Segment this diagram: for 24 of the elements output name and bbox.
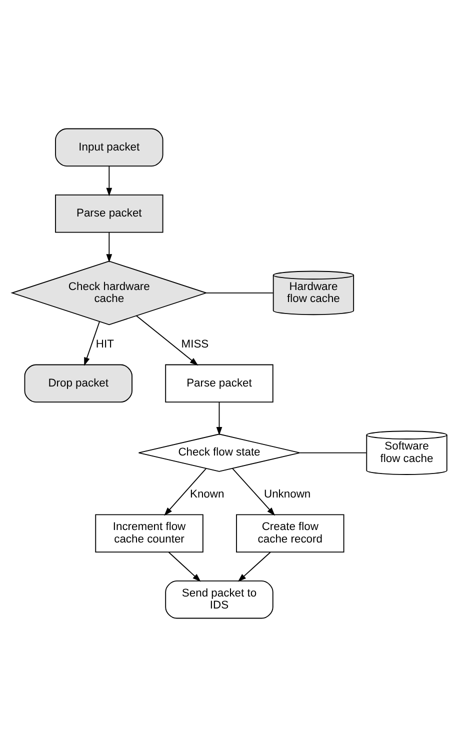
node-diamond: Check flow state: [138, 434, 300, 472]
edge-label: MISS: [181, 338, 209, 351]
arrow: [84, 321, 100, 366]
node-box: Increment flow cache counter: [95, 514, 204, 552]
arrow: [164, 468, 207, 516]
edge-label: HIT: [96, 338, 114, 351]
edge-label: Known: [190, 488, 224, 501]
arrow: [136, 315, 198, 366]
node-box: Create flow cache record: [236, 514, 344, 552]
node-box: Drop packet: [24, 364, 132, 403]
edge-label: Unknown: [264, 488, 311, 501]
node-box: Parse packet: [55, 194, 164, 233]
arrow: [232, 468, 276, 516]
node-box: Input packet: [55, 128, 164, 167]
arrow: [106, 166, 112, 196]
connector: [206, 292, 274, 294]
arrow: [238, 552, 271, 582]
arrow: [106, 232, 112, 262]
connector: [299, 452, 367, 454]
node-box: Parse packet: [165, 364, 274, 403]
arrow: [216, 402, 222, 436]
node-box: Send packet to IDS: [165, 580, 274, 619]
arrow: [168, 552, 201, 582]
node-diamond: Check hardware cache: [10, 260, 208, 326]
